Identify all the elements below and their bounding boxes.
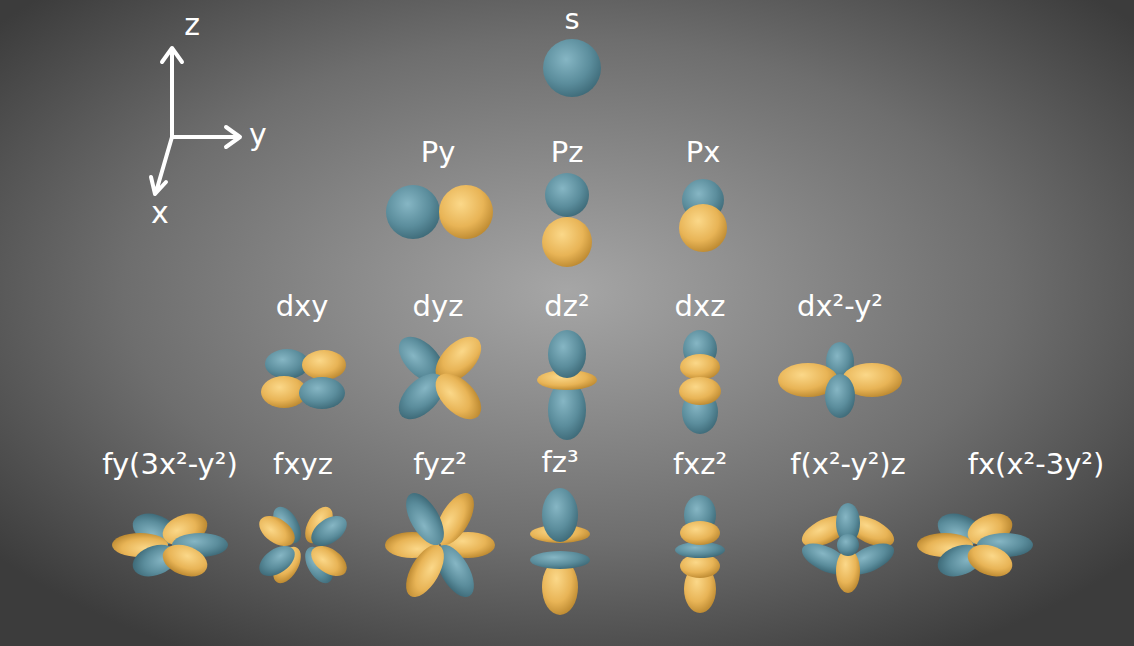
axis-arrows [151,48,240,194]
orbital-label: fy(3x²-y²) [102,448,237,481]
orbital-label: dxy [276,290,329,323]
s-orbital [543,39,601,97]
orbital-label: s [564,3,579,36]
orbital-label: dx²-y² [797,290,883,323]
orbital-label: Py [421,136,456,169]
orbital-label: fz³ [541,446,578,479]
f-orbitals [112,487,1033,615]
orbital-label: dyz [413,290,464,323]
orbital-label: Pz [551,136,584,169]
orbital-label: fyz² [413,448,467,481]
axis-label: z [184,8,200,41]
orbital-label: dz² [544,290,589,323]
orbital-label: Px [686,136,721,169]
orbital-label: f(x²-y²)z [790,448,906,481]
p-orbitals [386,173,727,267]
orbital-label: dxz [675,290,726,323]
orbital-label: fxyz [273,448,333,481]
d-orbitals [261,329,902,440]
axis-label: y [249,118,267,151]
axis-label: x [151,196,169,229]
orbital-label: fxz² [673,448,727,481]
orbital-label: fx(x²-3y²) [968,448,1105,481]
